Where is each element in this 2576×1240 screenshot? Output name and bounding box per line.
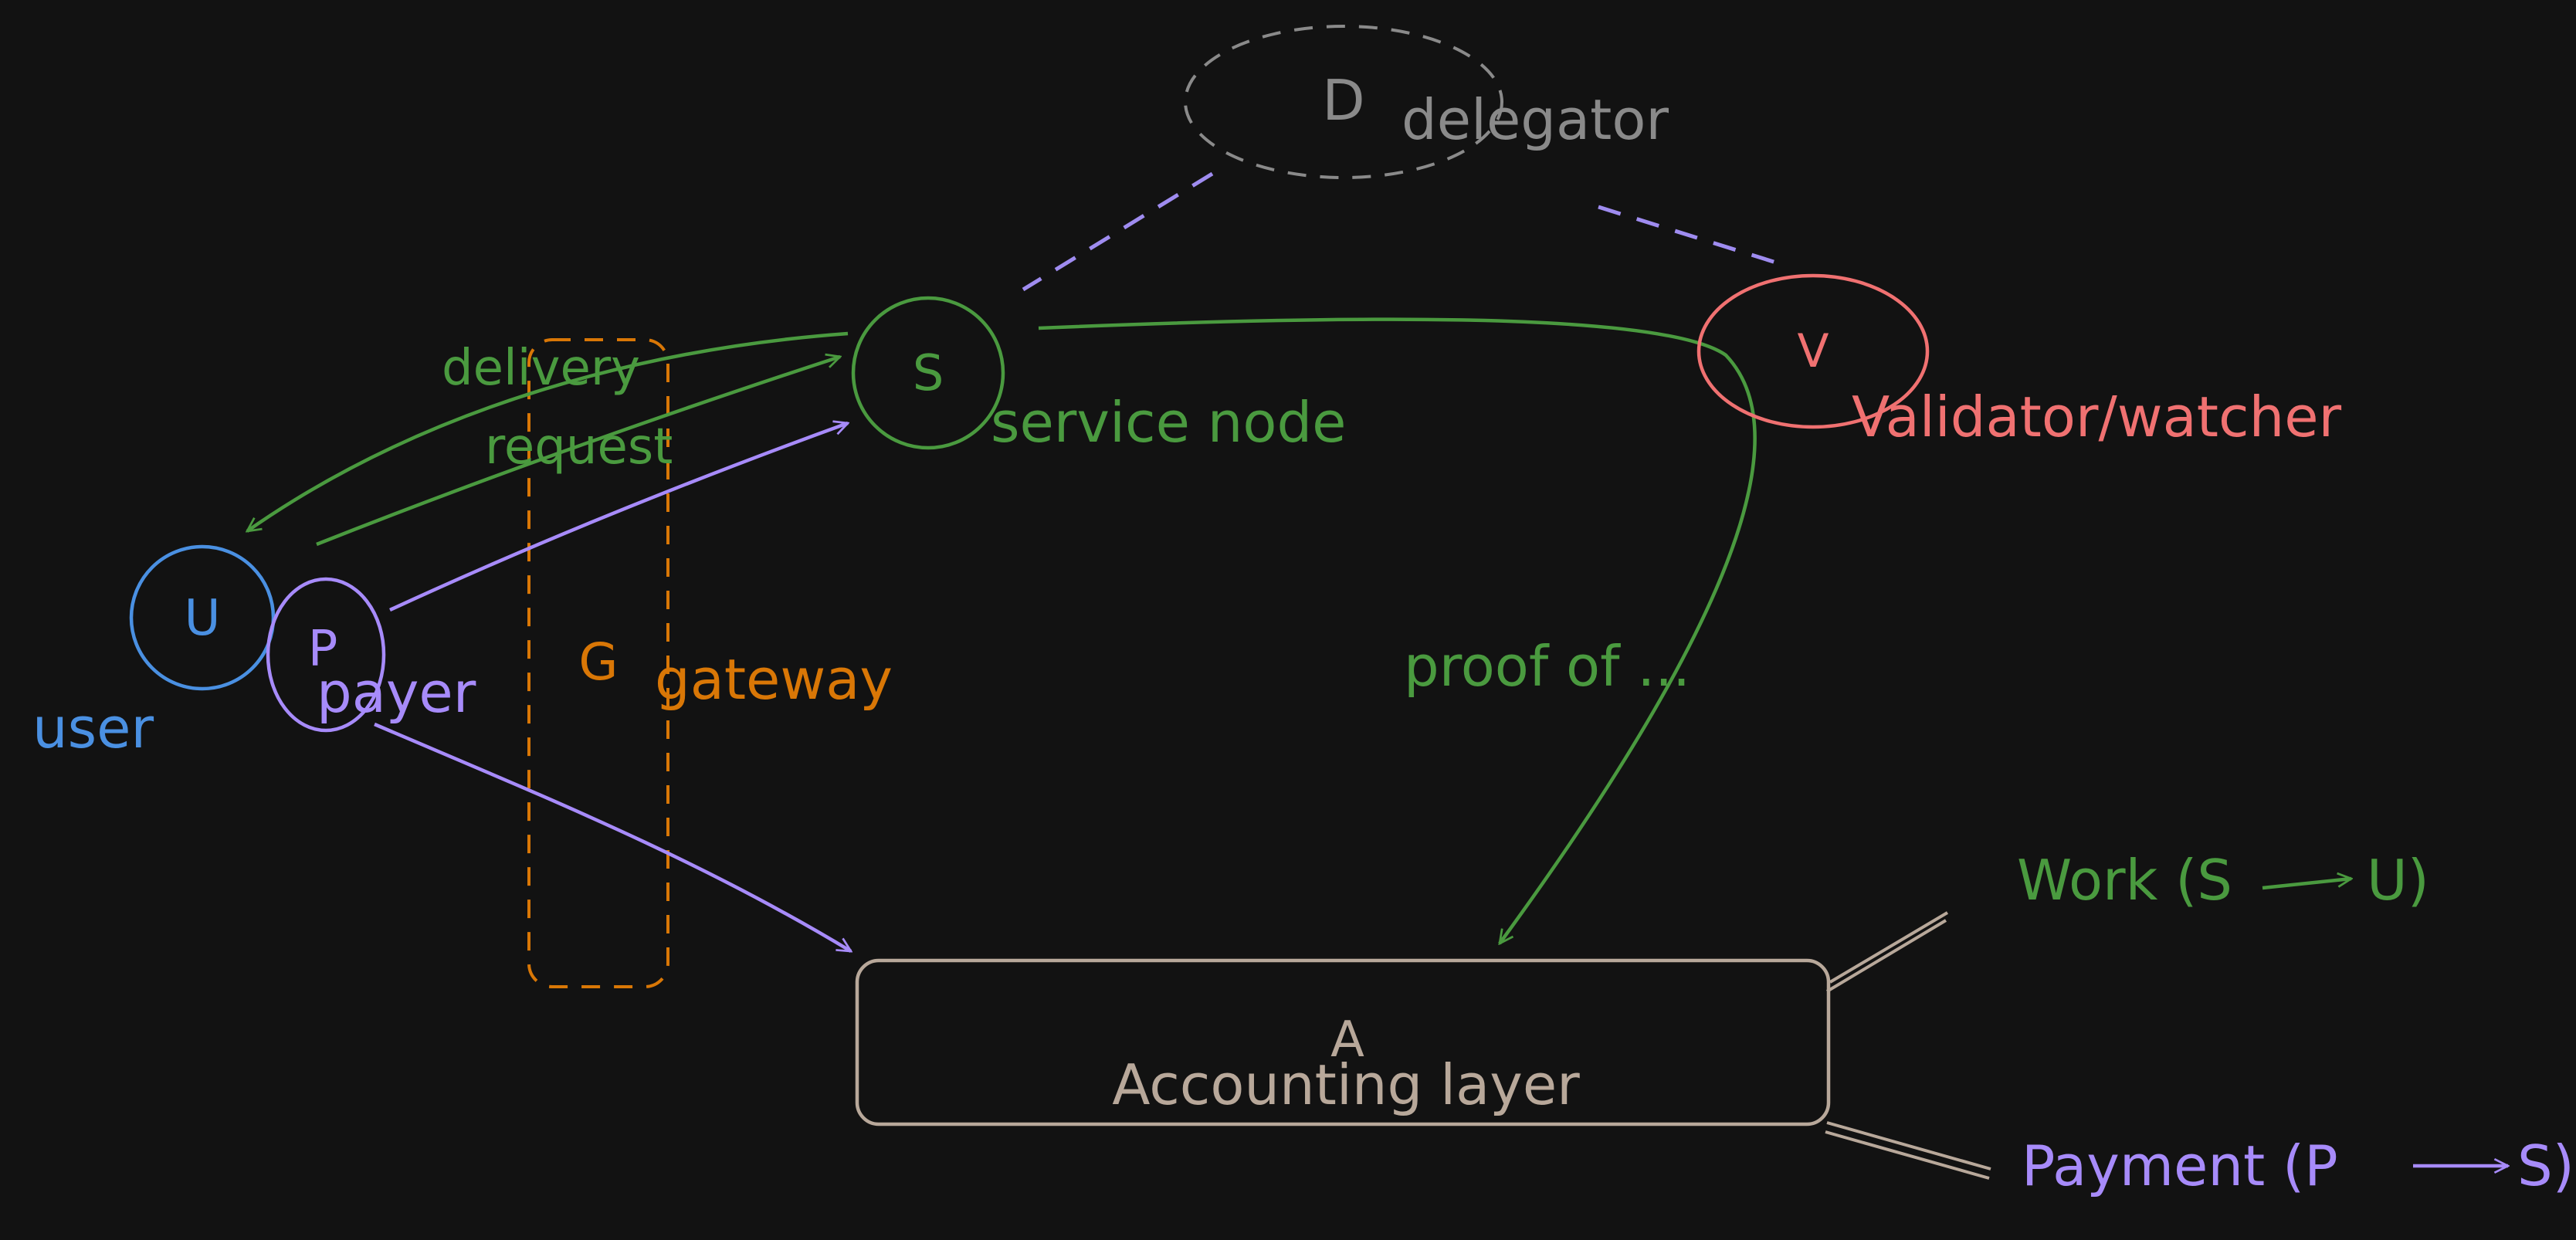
- delegator-node: D delegator: [1184, 25, 1669, 179]
- payer-letter: P: [308, 621, 338, 678]
- gateway-node: G gateway: [527, 338, 893, 988]
- proof-label: proof of ...: [1404, 634, 1690, 699]
- work-connector: [1825, 911, 1949, 993]
- payment-legend: Payment (P S): [2022, 1133, 2574, 1198]
- delegator-validator-link: [1598, 205, 1777, 265]
- accounting-label: Accounting layer: [1112, 1052, 1580, 1117]
- work-legend-arrow: [2262, 879, 2351, 890]
- delivery-arrow: [247, 331, 849, 533]
- request-arrow: [316, 357, 840, 547]
- delegator-service-link: [1022, 171, 1214, 292]
- payer-service-arrow: [389, 423, 848, 612]
- delegator-letter: D: [1322, 68, 1364, 133]
- payer-accounting-arrow: [374, 722, 851, 953]
- gateway-label: gateway: [655, 647, 893, 712]
- service-node: S service node: [851, 296, 1346, 455]
- delegator-label: delegator: [1402, 87, 1669, 152]
- gateway-letter: G: [578, 632, 618, 692]
- proof-arrow: [1038, 317, 1757, 944]
- work-legend: Work (S U): [2017, 848, 2429, 913]
- payment-legend-suffix: S): [2517, 1133, 2574, 1198]
- request-label: request: [485, 418, 673, 476]
- user-node: U user: [32, 544, 276, 761]
- user-letter: U: [185, 590, 221, 647]
- payment-connector: [1825, 1121, 1991, 1180]
- delivery-label: delivery: [442, 340, 640, 397]
- accounting-letter: A: [1330, 1011, 1364, 1069]
- payer-node: P payer: [266, 577, 476, 733]
- validator-label: Validator/watcher: [1852, 385, 2342, 449]
- service-letter: S: [913, 345, 944, 402]
- work-legend-suffix: U): [2367, 848, 2429, 913]
- payment-legend-prefix: Payment (P: [2022, 1133, 2338, 1198]
- validator-letter: V: [1797, 324, 1829, 378]
- payer-label: payer: [317, 660, 476, 725]
- validator-node: V Validator/watcher: [1696, 273, 2342, 449]
- user-label: user: [32, 696, 154, 761]
- service-label: service node: [991, 390, 1346, 455]
- work-legend-prefix: Work (S: [2017, 848, 2232, 913]
- accounting-node: A Accounting layer: [855, 958, 1831, 1127]
